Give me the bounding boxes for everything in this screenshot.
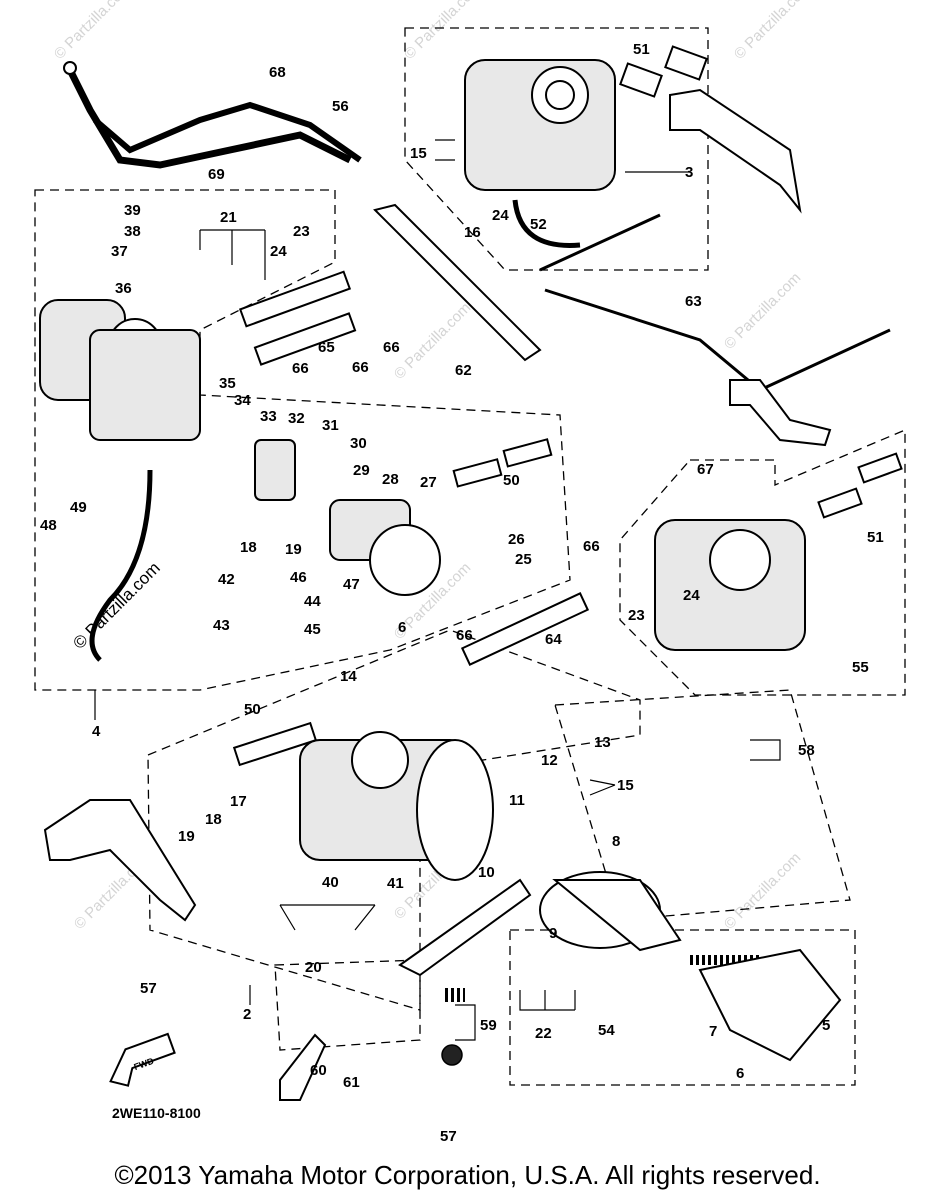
part-label: 46 — [290, 569, 307, 586]
watermark: © Partzilla.com — [401, 0, 484, 63]
part-label: 24 — [492, 207, 509, 224]
part-label: 18 — [240, 539, 257, 556]
part-label: 24 — [683, 587, 700, 604]
watermark: © Partzilla.com — [721, 849, 804, 932]
part-label: 56 — [332, 98, 349, 115]
part-label: 36 — [115, 280, 132, 297]
part-label: 15 — [410, 145, 427, 162]
part-label: 50 — [244, 701, 261, 718]
part-label: 11 — [509, 792, 525, 809]
part-label: 22 — [535, 1025, 552, 1042]
part-label: 43 — [213, 617, 230, 634]
part-label: 62 — [455, 362, 472, 379]
part-label: 26 — [508, 531, 525, 548]
part-label: 38 — [124, 223, 141, 240]
watermark: © Partzilla.com — [51, 0, 134, 63]
part-label: 17 — [230, 793, 247, 810]
part-label: 66 — [583, 538, 600, 555]
part-label: 24 — [270, 243, 287, 260]
part-label: 21 — [220, 209, 237, 226]
part-label: 68 — [269, 64, 286, 81]
part-label: 58 — [798, 742, 815, 759]
part-label: 69 — [208, 166, 225, 183]
watermark: © Partzilla.com — [731, 0, 814, 63]
part-label: 32 — [288, 410, 305, 427]
part-label: 41 — [387, 875, 404, 892]
part-label: 47 — [343, 576, 360, 593]
watermark: © Partzilla.com — [721, 269, 804, 352]
part-label: 66 — [292, 360, 309, 377]
part-label: 3 — [685, 164, 693, 181]
part-label: 44 — [304, 593, 321, 610]
part-label: 19 — [178, 828, 195, 845]
part-labels: 2 3 4 5 5 6 6 7 8 9 10 11 12 13 14 15 15… — [40, 41, 884, 1145]
part-label: 34 — [234, 392, 251, 409]
part-label: 49 — [70, 499, 87, 516]
part-label: 20 — [305, 959, 322, 976]
part-label: 6 — [398, 619, 406, 636]
part-label: 39 — [124, 202, 141, 219]
part-label: 59 — [480, 1017, 497, 1034]
part-label: 15 — [617, 777, 634, 794]
part-label: 66 — [352, 359, 369, 376]
part-label: 7 — [709, 1023, 717, 1040]
part-drawings — [39, 45, 903, 1101]
leader-lines — [94, 139, 781, 1041]
part-label: 65 — [318, 339, 335, 356]
part-label: 9 — [549, 925, 557, 942]
part-label: 18 — [205, 811, 222, 828]
part-label: 10 — [478, 864, 495, 881]
part-label: 48 — [40, 517, 57, 534]
part-label: 13 — [594, 734, 611, 751]
part-label: 42 — [218, 571, 235, 588]
part-label: 29 — [353, 462, 370, 479]
part-label: 61 — [343, 1074, 360, 1091]
part-label: 45 — [304, 621, 321, 638]
part-label: 35 — [219, 375, 236, 392]
part-label: 60 — [310, 1062, 327, 1079]
part-label: 40 — [322, 874, 339, 891]
part-label: 37 — [111, 243, 128, 260]
part-label: 66 — [456, 627, 473, 644]
part-label: 2 — [243, 1006, 251, 1023]
part-label: 14 — [340, 668, 357, 685]
part-label: 31 — [322, 417, 339, 434]
part-label: 8 — [612, 833, 620, 850]
part-label: 12 — [541, 752, 558, 769]
part-label: 64 — [545, 631, 562, 648]
part-label: 25 — [515, 551, 532, 568]
forward-arrow: FWD — [109, 1032, 176, 1087]
part-label: 5 — [822, 1017, 830, 1034]
part-label: 19 — [285, 541, 302, 558]
part-label: 6 — [736, 1065, 744, 1082]
part-label: 67 — [697, 461, 714, 478]
part-label: 23 — [293, 223, 310, 240]
diagram-code: 2WE110-8100 — [112, 1105, 201, 1121]
part-label: 16 — [464, 224, 481, 241]
part-label: 27 — [420, 474, 437, 491]
watermark: © Partzilla.com — [69, 558, 163, 652]
part-label: 57 — [440, 1128, 457, 1145]
part-label: 51 — [867, 529, 884, 546]
part-label: 23 — [628, 607, 645, 624]
copyright-notice: ©2013 Yamaha Motor Corporation, U.S.A. A… — [114, 1160, 821, 1190]
part-label: 66 — [383, 339, 400, 356]
part-label: 28 — [382, 471, 399, 488]
part-label: 30 — [350, 435, 367, 452]
part-label: 54 — [598, 1022, 615, 1039]
part-label: 50 — [503, 472, 520, 489]
part-label: 52 — [530, 216, 547, 233]
part-label: 4 — [92, 723, 101, 740]
part-label: 33 — [260, 408, 277, 425]
part-label: 57 — [140, 980, 157, 997]
part-label: 63 — [685, 293, 702, 310]
part-label: 51 — [633, 41, 650, 58]
part-label: 55 — [852, 659, 869, 676]
